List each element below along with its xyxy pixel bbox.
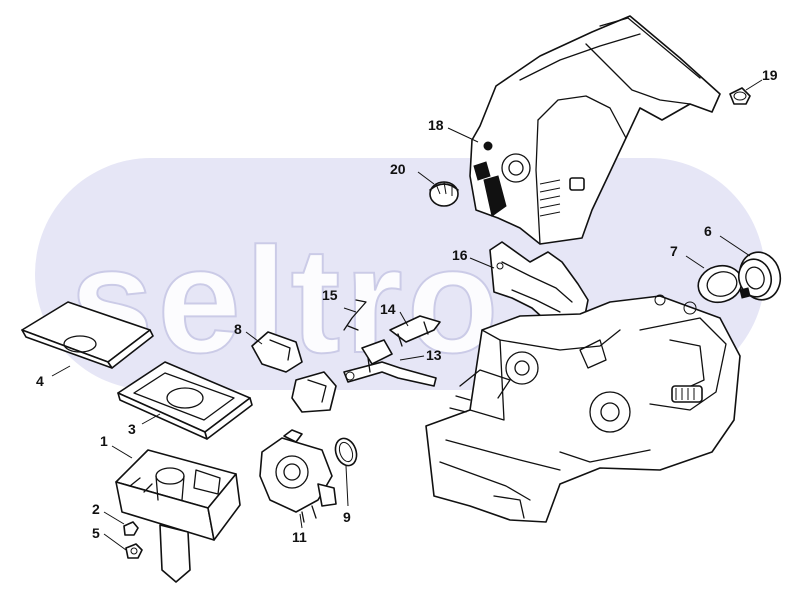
part-18-top-cover [469,15,721,245]
callout-numbers: 4 3 1 2 5 11 9 8 15 14 13 16 18 20 19 7 … [36,67,778,545]
main-crankcase [425,294,741,523]
part-13-throttle-shaft [343,339,437,387]
part-19-plug [729,87,751,105]
part-8-throttle-bracket [251,331,337,413]
callout-14: 14 [380,301,396,317]
part-20-knob [429,181,459,207]
part-4-filter-plate [21,301,154,369]
callout-8: 8 [234,321,242,337]
callout-7: 7 [670,243,678,259]
part-2-hex-nut [123,521,139,536]
part-15-spring-wire [343,299,367,331]
callout-20: 20 [390,161,406,177]
callout-13: 13 [426,347,442,363]
callout-15: 15 [322,287,338,303]
callout-9: 9 [343,509,351,525]
leader-lines [51,79,763,551]
callout-11: 11 [292,529,307,545]
part-14-clip [389,315,441,347]
callout-18: 18 [428,117,444,133]
callout-1: 1 [100,433,108,449]
callout-19: 19 [762,67,778,83]
part-6-intake-manifold [737,251,782,301]
part-5-nut [125,543,143,559]
part-3-filter-frame [117,361,253,440]
callout-5: 5 [92,525,100,541]
callout-2: 2 [92,501,100,517]
part-1-carburetor-box [115,449,241,583]
callout-6: 6 [704,223,712,239]
part-11-carburetor [259,429,337,523]
callout-3: 3 [128,421,136,437]
part-16-baffle [489,241,589,335]
callout-4: 4 [36,373,44,389]
part-9-snap-ring [334,437,358,467]
callout-16: 16 [452,247,468,263]
